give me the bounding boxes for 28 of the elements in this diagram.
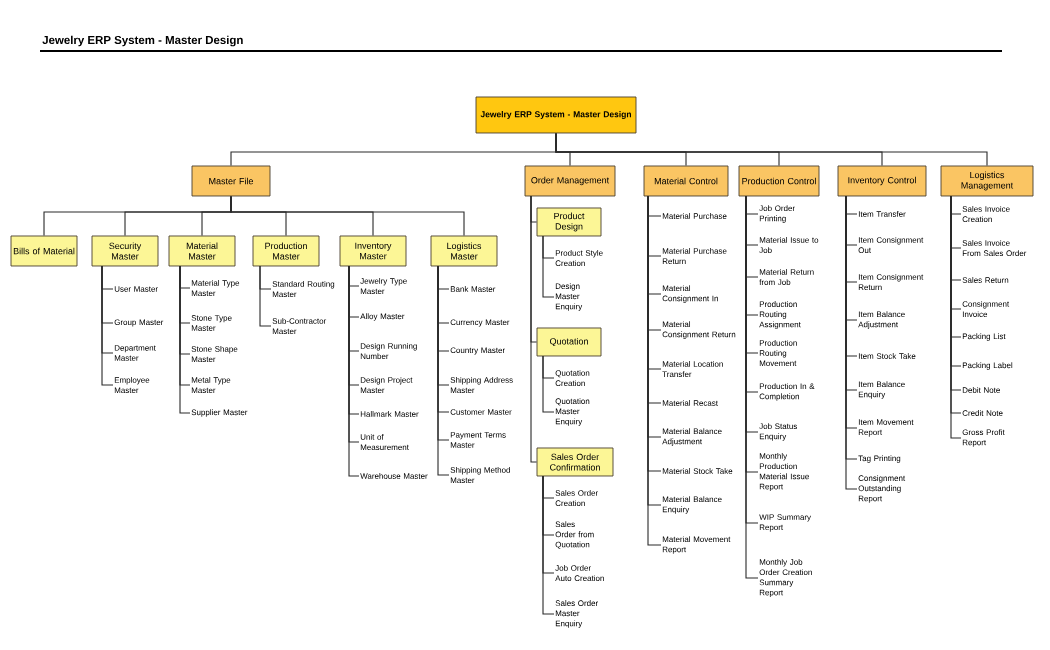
submodule-box: Bills of Material — [10, 235, 78, 267]
connector-line — [530, 195, 538, 463]
connector-line — [542, 475, 555, 615]
module-box: Production Control — [738, 165, 820, 197]
title: Jewelry ERP System - Master Design — [42, 35, 243, 47]
submodule-box: Production Master — [252, 235, 320, 267]
connector-line — [101, 265, 114, 386]
connector-line — [542, 235, 555, 298]
connector-line — [230, 195, 465, 237]
module-box: Material Control — [643, 165, 729, 197]
module-box: Inventory Control — [837, 165, 927, 197]
submodule-box: Inventory Master — [339, 235, 407, 267]
submodule-box: Security Master — [91, 235, 159, 267]
connector-line — [542, 355, 555, 413]
module-box: Logistics Management — [940, 165, 1034, 197]
module-box: Master File — [191, 165, 271, 197]
connector-line — [179, 265, 191, 414]
connector-line — [348, 265, 360, 477]
submodule-box: Quotation — [536, 327, 602, 357]
submodule-box: Material Master — [168, 235, 236, 267]
connector-line — [555, 132, 988, 167]
submodule-box: Product Design — [536, 207, 602, 237]
connector-line — [437, 265, 450, 476]
module-box: Order Management — [524, 165, 616, 197]
submodule-box: Sales Order Confirmation — [536, 447, 614, 477]
root-box: Jewelry ERP System - Master Design — [475, 96, 637, 134]
submodule-box: Logistics Master — [430, 235, 498, 267]
connector-line — [259, 265, 272, 327]
